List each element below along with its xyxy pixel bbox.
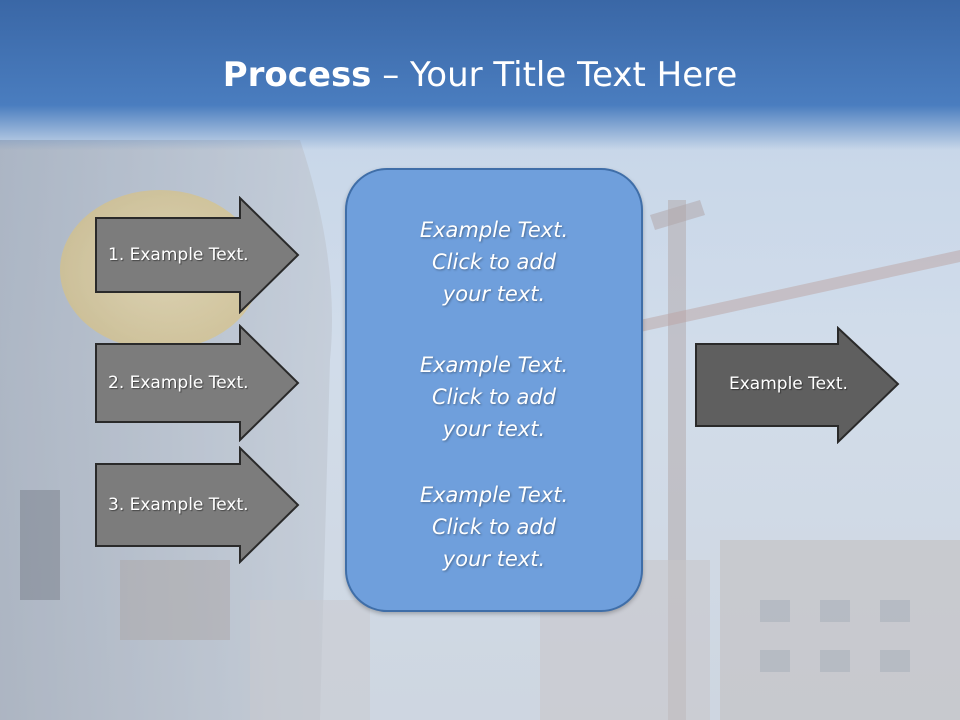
left-arrow-3-label: 3. Example Text. xyxy=(108,495,249,515)
text-line: Example Text. xyxy=(419,353,569,377)
text-block-1: Example Text. Click to add your text. xyxy=(347,214,641,310)
center-text-box[interactable]: Example Text. Click to add your text. Ex… xyxy=(345,168,643,612)
text-line: your text. xyxy=(442,282,546,306)
text-line: Click to add xyxy=(431,250,556,274)
title-strong: Process xyxy=(222,55,372,95)
left-arrow-1[interactable] xyxy=(94,196,300,314)
left-arrow-2[interactable] xyxy=(94,324,300,442)
text-block-3: Example Text. Click to add your text. xyxy=(347,479,641,575)
text-line: your text. xyxy=(442,417,546,441)
slide-title[interactable]: Process – Your Title Text Here xyxy=(0,52,960,98)
text-line: your text. xyxy=(442,547,546,571)
title-rest: – Your Title Text Here xyxy=(371,55,738,95)
right-arrow[interactable] xyxy=(694,326,900,444)
text-block-2: Example Text. Click to add your text. xyxy=(347,349,641,445)
left-arrow-3[interactable] xyxy=(94,446,300,564)
left-arrow-1-label: 1. Example Text. xyxy=(108,245,249,265)
text-line: Example Text. xyxy=(419,483,569,507)
left-arrow-2-label: 2. Example Text. xyxy=(108,373,249,393)
text-line: Click to add xyxy=(431,385,556,409)
text-line: Example Text. xyxy=(419,218,569,242)
title-bar xyxy=(0,0,960,150)
text-line: Click to add xyxy=(431,515,556,539)
right-arrow-label: Example Text. xyxy=(729,374,848,394)
